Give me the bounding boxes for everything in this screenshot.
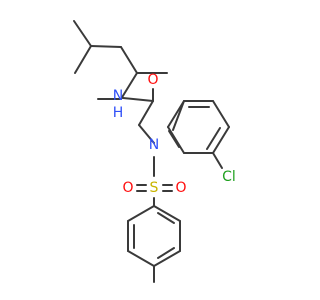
bond-layer	[73, 20, 230, 283]
atom-o-sulfonyl-left: O	[122, 180, 133, 196]
atom-n-sulfonamide: N	[149, 137, 159, 153]
bond-ar2-d	[127, 250, 155, 267]
bond-ar1-b	[212, 100, 230, 128]
bond-ar1-inner-b	[206, 127, 221, 150]
bond-c4-c5	[120, 46, 138, 74]
atom-s: S	[150, 180, 159, 196]
bond-ar2-a	[153, 205, 181, 222]
atom-cl: Cl	[222, 169, 236, 185]
bond-ar2-c	[153, 250, 181, 267]
molecule-svg: N H O N S O O Cl	[73, 20, 236, 283]
bond-ar2-f	[127, 205, 155, 222]
atom-o-sulfonyl-right: O	[175, 180, 186, 196]
molecule-diagram: N H O N S O O Cl	[73, 20, 236, 283]
bond-ar1-f	[167, 100, 185, 128]
label-layer: N H O N S O O Cl	[113, 72, 236, 196]
bond-ar2-inner-a	[157, 212, 175, 224]
bond-c1-c2	[74, 45, 92, 74]
bond-n1-c8	[122, 97, 154, 102]
bond-c8-c9	[138, 100, 154, 126]
bond-ar1-inner-c	[168, 130, 180, 148]
bond-c5-c7	[120, 72, 138, 100]
atom-n-amide: N	[113, 88, 123, 104]
bond-ar1-cl	[212, 152, 223, 169]
bond-ar1-c	[212, 126, 230, 154]
bond-ar2-inner-b	[157, 247, 175, 259]
bond-c2-c4	[90, 45, 122, 48]
bond-c9-n2	[138, 124, 155, 144]
bond-c2-c3	[73, 20, 92, 47]
atom-h-amide: H	[113, 105, 124, 121]
bond-ar1-e	[167, 126, 185, 154]
atom-o-carbonyl: O	[147, 72, 158, 88]
